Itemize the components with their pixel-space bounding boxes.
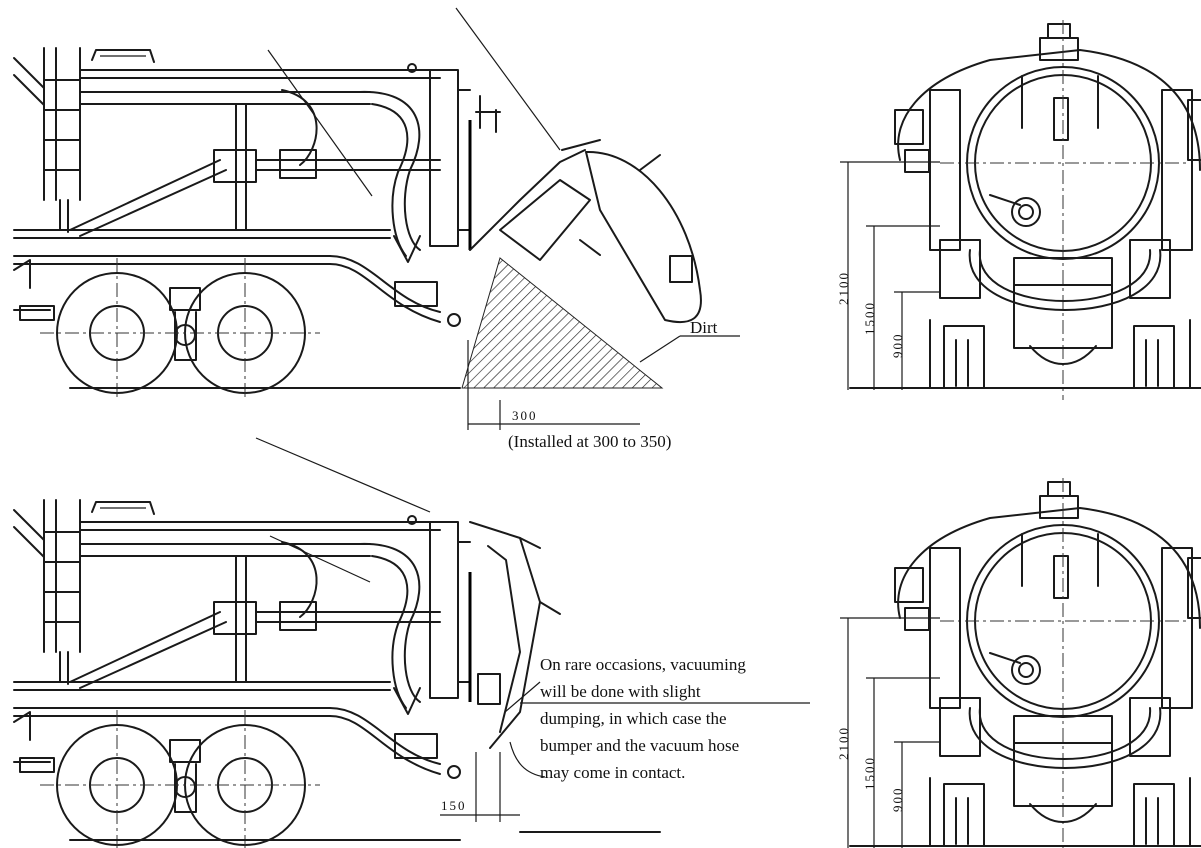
note-line-1: On rare occasions, vacuuming bbox=[540, 655, 746, 674]
note-line-3: dumping, in which case the bbox=[540, 709, 727, 728]
top-dim-900: 900 bbox=[890, 333, 905, 359]
note-line-4: bumper and the vacuum hose bbox=[540, 736, 739, 755]
dirt-label: Dirt bbox=[690, 318, 718, 337]
top-clearance-value: 300 bbox=[512, 408, 538, 423]
top-dim-1500: 1500 bbox=[862, 301, 877, 335]
top-dim-2100: 2100 bbox=[836, 271, 851, 305]
installed-note: (Installed at 300 to 350) bbox=[508, 432, 671, 451]
note-line-5: may come in contact. bbox=[540, 763, 685, 782]
bottom-side-view: 150 bbox=[12, 437, 661, 848]
bottom-dim-2100: 2100 bbox=[836, 726, 851, 760]
bottom-dim-900: 900 bbox=[890, 787, 905, 813]
top-rear-view: 2100 1500 900 bbox=[836, 19, 1201, 401]
bottom-clearance-value: 150 bbox=[441, 798, 467, 813]
rare-occasion-note: On rare occasions, vacuuming will be don… bbox=[520, 655, 810, 782]
bottom-rear-view: 2100 1500 900 bbox=[836, 477, 1201, 848]
top-side-view: Dirt 300 (Installed at 300 to 350) bbox=[12, 7, 740, 451]
dirt-pile bbox=[461, 257, 664, 389]
note-line-2: will be done with slight bbox=[540, 682, 701, 701]
bottom-dim-1500: 1500 bbox=[862, 756, 877, 790]
